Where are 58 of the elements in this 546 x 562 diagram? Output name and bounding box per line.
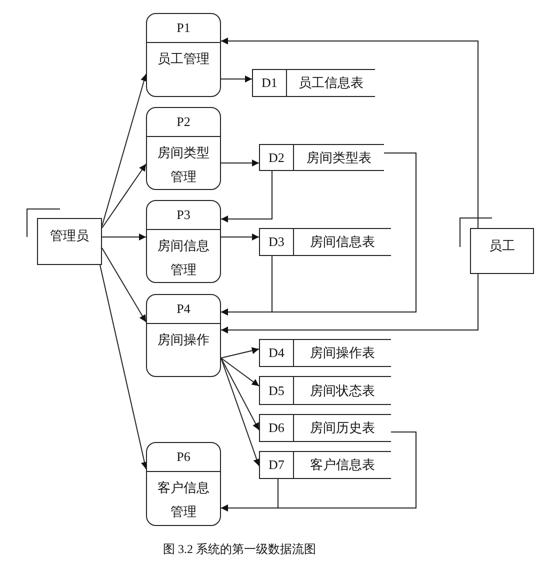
entity-name: 管理员 [50, 227, 89, 245]
store-name: 房间历史表 [310, 419, 375, 437]
data-store [252, 69, 375, 97]
store-id: D7 [268, 457, 284, 473]
figure-caption: 图 3.2 系统的第一级数据流图 [163, 541, 316, 558]
external-entity-box [470, 228, 534, 274]
flow-arrow [102, 248, 146, 322]
process-name: 房间操作 [158, 331, 210, 349]
flow-arrow [220, 347, 260, 358]
process-box [146, 442, 221, 526]
flow-arrow [102, 74, 148, 226]
data-store [259, 144, 384, 171]
flow-arrow [220, 170, 272, 222]
flow-arrow [102, 234, 146, 240]
process-box [146, 13, 221, 97]
flow-arrow [220, 234, 260, 240]
process-name: 客户信息管理 [156, 479, 210, 521]
process-number: P4 [176, 301, 190, 316]
process-number: P2 [176, 114, 190, 129]
flow-arrow [220, 478, 278, 512]
store-name: 房间操作表 [310, 344, 375, 362]
data-store [259, 451, 391, 479]
store-name: 客户信息表 [310, 456, 375, 474]
flow-arrow [220, 160, 260, 166]
entity-name: 员工 [489, 237, 515, 255]
store-id: D6 [268, 420, 284, 436]
flow-arrow [220, 358, 260, 386]
data-store [259, 339, 391, 367]
process-box [146, 200, 221, 283]
process-name: 房间信息管理 [156, 237, 210, 279]
flow-arrow [220, 358, 260, 466]
data-store [259, 228, 391, 256]
store-id: D4 [268, 345, 284, 361]
data-store [259, 376, 391, 405]
flow-arrow [220, 76, 252, 82]
process-box [146, 294, 221, 377]
store-id: D2 [268, 150, 284, 166]
flow-arrow [100, 264, 148, 470]
store-name: 房间状态表 [310, 382, 375, 400]
process-name: 房间类型管理 [156, 144, 210, 186]
store-id: D5 [268, 382, 284, 398]
process-number: P1 [176, 20, 190, 35]
external-entity-box [37, 218, 102, 265]
process-box [146, 107, 221, 190]
flow-arrow [220, 152, 416, 316]
store-id: D3 [268, 234, 284, 250]
process-name: 员工管理 [158, 50, 210, 68]
flow-arrow [220, 358, 260, 430]
flow-arrow [220, 274, 478, 334]
data-store [259, 414, 391, 442]
store-name: 房间信息表 [310, 233, 375, 251]
store-name: 房间类型表 [306, 148, 372, 166]
flow-arrow [102, 164, 146, 228]
store-id: D1 [262, 75, 278, 91]
store-name: 员工信息表 [298, 74, 364, 92]
process-number: P6 [176, 449, 190, 464]
process-number: P3 [176, 207, 190, 222]
flow-arrow [220, 38, 478, 228]
